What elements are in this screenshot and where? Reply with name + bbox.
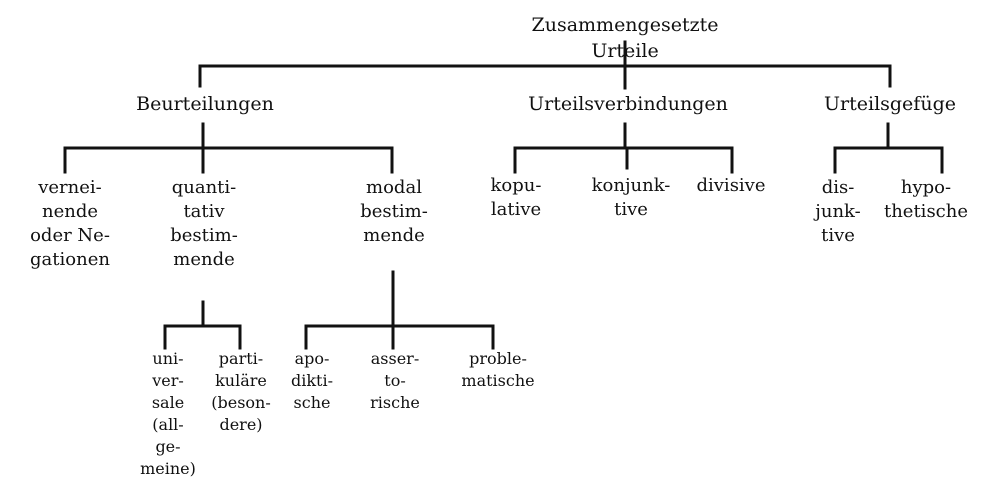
node-apodiktische: apo- dikti- sche [290,349,333,412]
node-urteilsverbindungen: Urteilsverbindungen [528,93,728,115]
node-beurteilungen: Beurteilungen [136,93,274,115]
node-partikulaere: parti- kuläre (beson- dere) [211,349,271,434]
node-universale: uni- ver- sale (all- ge- meine) [140,349,196,478]
node-modal-bestimmende: modal bestim- mende [360,177,428,246]
node-verneinende: vernei- nende oder Ne- gationen [30,177,110,270]
node-divisive: divisive [696,175,766,196]
node-kopulative: kopu- lative [490,175,542,220]
node-urteilsgefuege: Urteilsgefüge [824,93,956,115]
node-assertorische: asser- to- rische [370,349,420,412]
root-label: Zusammengesetzte Urteile [531,14,719,62]
node-hypothetische: hypo- thetische [883,177,969,222]
node-disjunktive: dis- junk- tive [815,177,861,246]
node-problematische: proble- matische [461,349,535,390]
node-konjunktive: konjunk- tive [591,175,671,220]
node-quantitativ-bestimmende: quanti- tativ bestim- mende [170,177,238,270]
